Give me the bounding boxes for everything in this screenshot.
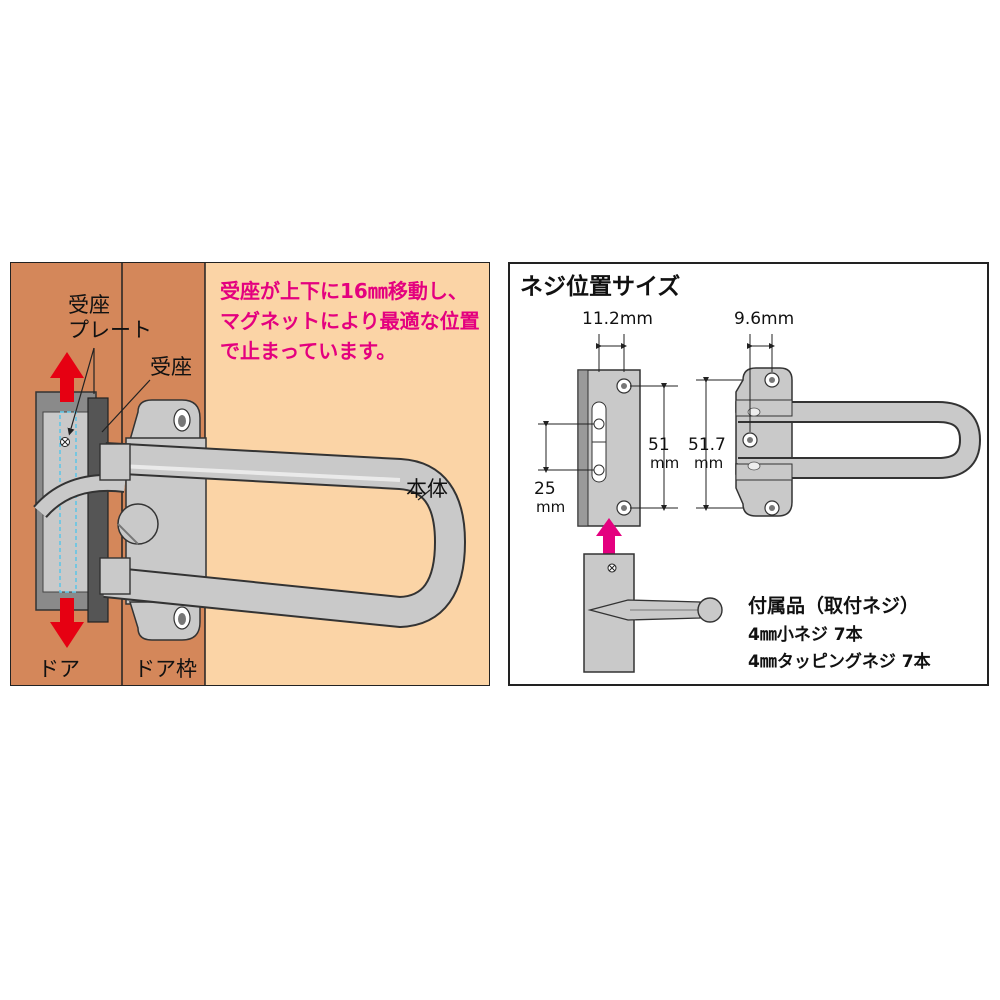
screw-position-diagram: ネジ位置サイズ 11.2mm 25 mm 51 mm [508,262,989,686]
dim-51-unit: mm [650,454,679,472]
body-drawing [735,367,982,517]
label-ukeza: 受座 [150,355,192,379]
dim-51-7: 51.7 [688,435,726,455]
dim-25-unit: mm [536,498,565,516]
caption-line-1: 受座が上下に16㎜移動し、 [220,279,468,303]
main-body-bar [99,442,466,628]
dim-9-6: 9.6mm [734,309,794,329]
accessories-line-1: 4㎜小ネジ 7本 [748,624,863,645]
accessories-title: 付属品（取付ネジ） [748,594,919,617]
label-door-frame: ドア枠 [134,657,197,681]
dim-25: 25 [534,479,556,499]
label-ukeza-plate-line2: プレート [68,318,152,342]
plate-drawing [577,369,641,527]
dim-51-7-unit: mm [694,454,723,472]
screw-position-panel: ネジ位置サイズ 11.2mm 25 mm 51 mm [508,262,989,686]
insert-arrow [596,518,622,554]
movement-down-arrow [50,598,84,648]
label-hontai: 本体 [406,477,448,501]
caption-line-3: で止まっています。 [220,339,396,363]
dim-11-2: 11.2mm [582,309,653,329]
knob [117,503,159,545]
accessories-line-2: 4㎜タッピングネジ 7本 [748,651,931,672]
label-ukeza-plate-line1: 受座 [68,293,110,317]
label-door: ドア [38,657,80,681]
dim-51: 51 [648,435,670,455]
movement-up-arrow [50,352,84,402]
striker-drawing [583,553,723,673]
caption-line-2: マグネットにより最適な位置 [220,309,480,333]
section-title: ネジ位置サイズ [520,273,680,300]
installation-illustration: 受座 プレート 受座 本体 ドア ドア枠 受座が上下に16㎜移動し、 マグネット… [10,262,490,686]
installation-diagram-panel: 受座 プレート 受座 本体 ドア ドア枠 受座が上下に16㎜移動し、 マグネット… [10,262,490,686]
